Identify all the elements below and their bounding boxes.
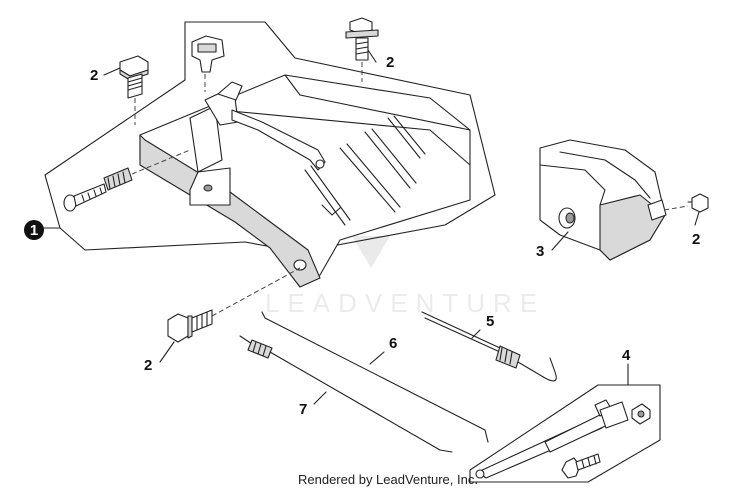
callout-1-label: 1: [30, 222, 38, 239]
retainer-clip: [191, 35, 225, 92]
callout-6-rod: 6: [389, 335, 397, 352]
callout-7-spring-rod: 7: [299, 401, 307, 418]
hex-bolt-top-center: [345, 17, 379, 82]
deck-shield: [139, 74, 471, 288]
callout-1-assembly-badge: 1: [24, 220, 44, 240]
callout-4-lever: 4: [622, 347, 631, 364]
lever-assembly: [475, 399, 651, 479]
spring-rod-7: [239, 335, 453, 453]
callout-3-cover: 3: [536, 243, 544, 260]
spring-rod-5: [421, 311, 557, 382]
callout-5-spring-rod: 5: [486, 313, 494, 330]
hex-bolt-top-left: [119, 55, 149, 125]
lever-group-outline: [469, 384, 661, 483]
hex-bolt-bottom-left: [167, 267, 301, 343]
callout-2-bolt-top-left: 2: [90, 67, 98, 84]
leader-lines: [43, 49, 700, 405]
watermark-text: LEADVENTURE: [265, 288, 545, 318]
callout-2-bolt-bottom-left: 2: [144, 357, 152, 374]
callout-2-bolt-right: 2: [692, 231, 700, 248]
control-rod-6: [261, 311, 489, 443]
footer-credit: Rendered by LeadVenture, Inc.: [298, 472, 478, 487]
hex-bolt-right: [687, 193, 709, 213]
discharge-cover: [539, 139, 689, 261]
screw-with-spring: [63, 149, 191, 212]
callout-2-bolt-top-center: 2: [386, 54, 394, 71]
